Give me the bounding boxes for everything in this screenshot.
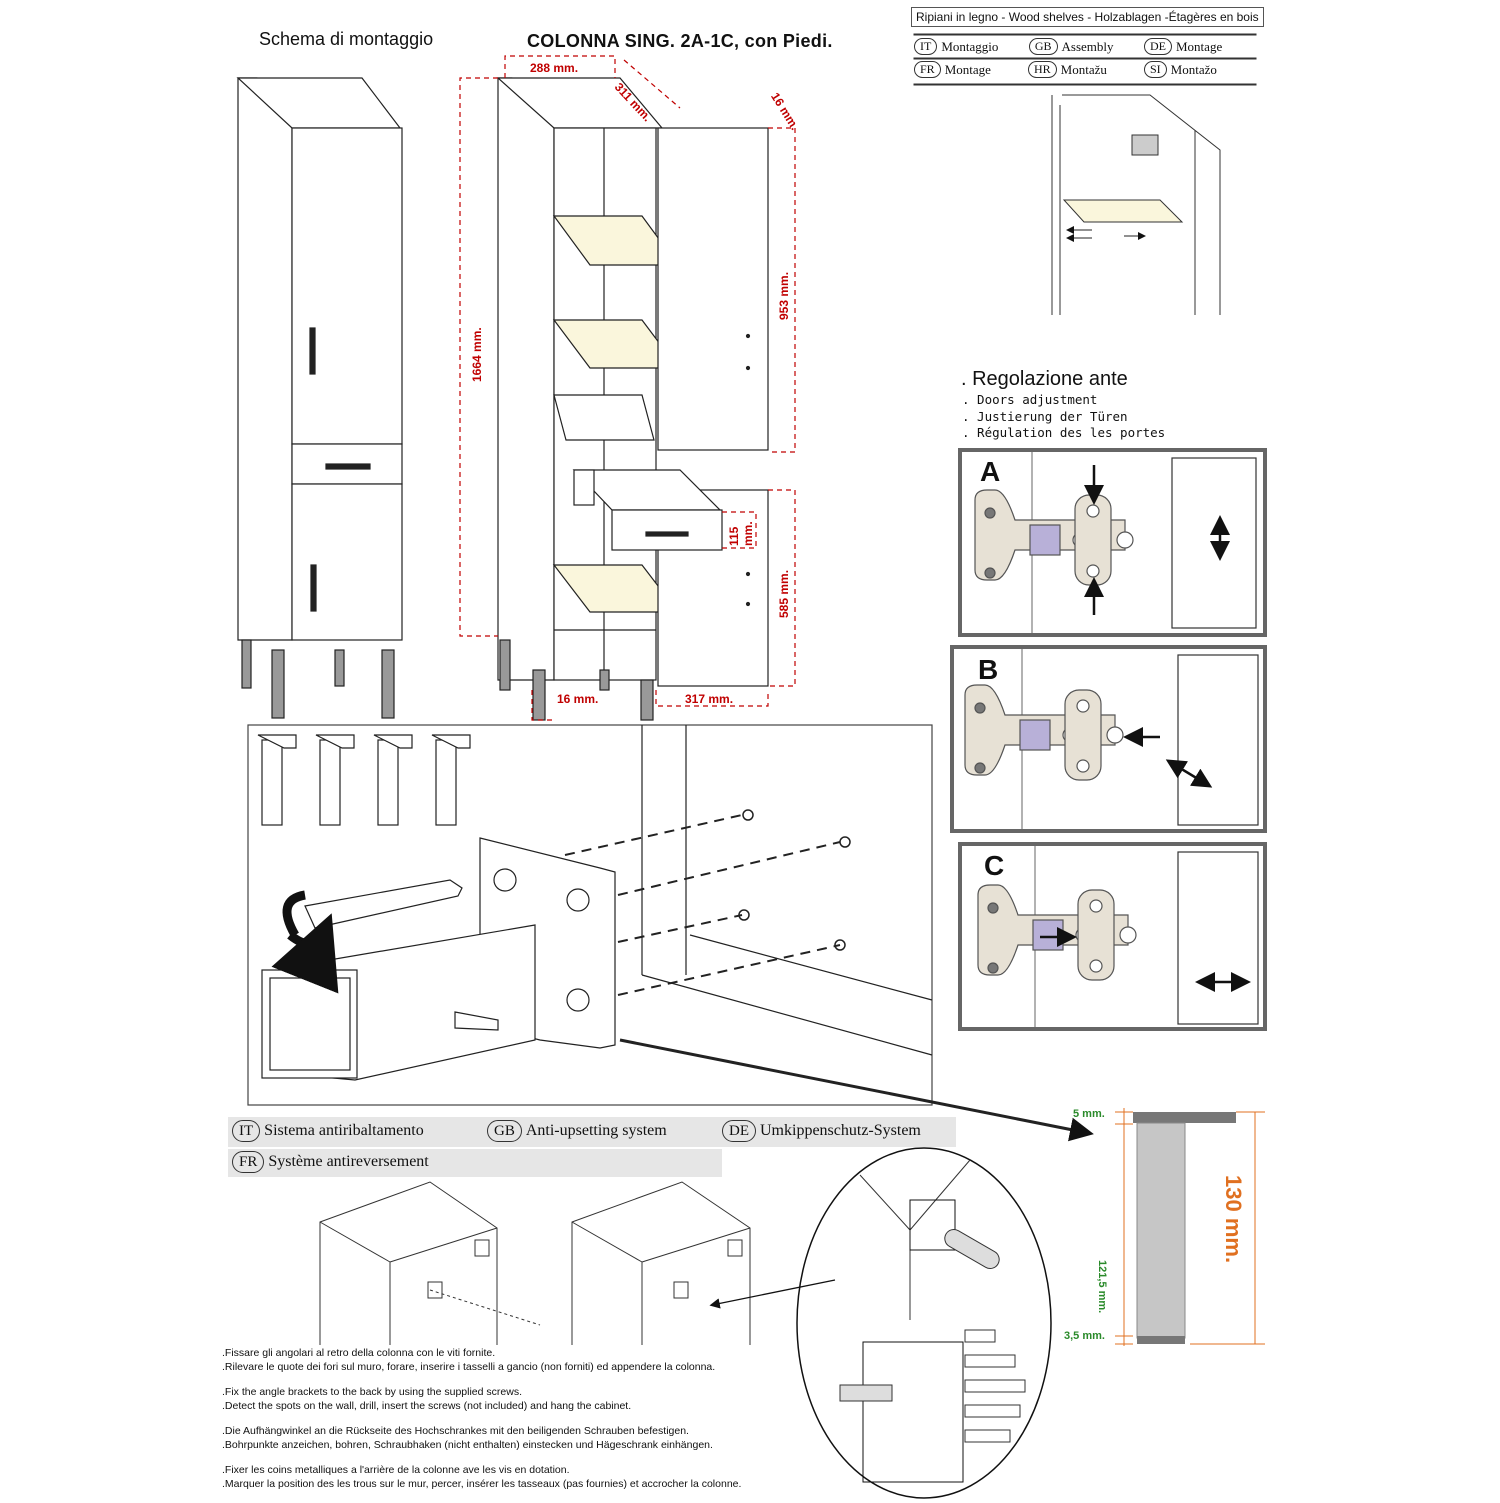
legs-and-bracket-drawing: [247, 724, 1094, 1142]
shelves-box-title: Ripiani in legno - Wood shelves - Holzab…: [911, 7, 1264, 27]
cabinet-closed-drawing: [236, 77, 403, 719]
dimension-lines: [459, 55, 796, 721]
wall-mounting-drawing: [319, 1147, 1052, 1499]
hinge-icon: [964, 489, 1137, 981]
schema-title: Schema di montaggio: [259, 29, 434, 49]
dim-bottom-width: 317 mm.: [685, 692, 734, 706]
leg-middle-label: 121,5 mm.: [1096, 1260, 1108, 1314]
cabinet-open-drawing: [496, 77, 769, 721]
leg-total-label: 130 mm.: [1221, 1175, 1246, 1264]
anti-upsetting-bar: [228, 1149, 722, 1177]
leg-detail-drawing: [1115, 1108, 1265, 1346]
panel-label-b: B: [978, 654, 999, 685]
dim-top-width: 288 mm.: [530, 61, 579, 75]
dim-upper-door: 953 mm.: [777, 271, 791, 320]
adjustment-arrows: [1040, 465, 1251, 992]
anti-upsetting-bar: [228, 1117, 956, 1147]
shelves-inset-drawing: [913, 33, 1257, 315]
dim-lower-door: 585 mm.: [777, 569, 791, 618]
door-adjustment-title: . Regolazione ante: [961, 368, 1128, 390]
leg-bottom-label: 3,5 mm.: [1064, 1330, 1105, 1342]
panel-label-a: A: [980, 456, 1001, 487]
product-title: COLONNA SING. 2A-1C, con Piedi.: [527, 31, 833, 51]
panel-label-c: C: [984, 850, 1005, 881]
dim-bottom-side: 16 mm.: [557, 692, 599, 706]
instruction-block: .Fix the angle brackets to the back by u…: [222, 1386, 632, 1412]
instruction-block: .Fixer les coins metalliques a l'arrière…: [222, 1464, 742, 1490]
instruction-block: .Fissare gli angolari al retro della col…: [222, 1347, 716, 1373]
dim-total-height: 1664 mm.: [470, 327, 484, 382]
leg-top-label: 5 mm.: [1073, 1108, 1105, 1120]
door-adjustment-subtitles: . Doors adjustment . Justierung der Türe…: [962, 392, 1166, 440]
instructions: .Fissare gli angolari al retro della col…: [222, 1347, 822, 1503]
instruction-block: .Die Aufhängwinkel an die Rückseite des …: [222, 1425, 713, 1451]
